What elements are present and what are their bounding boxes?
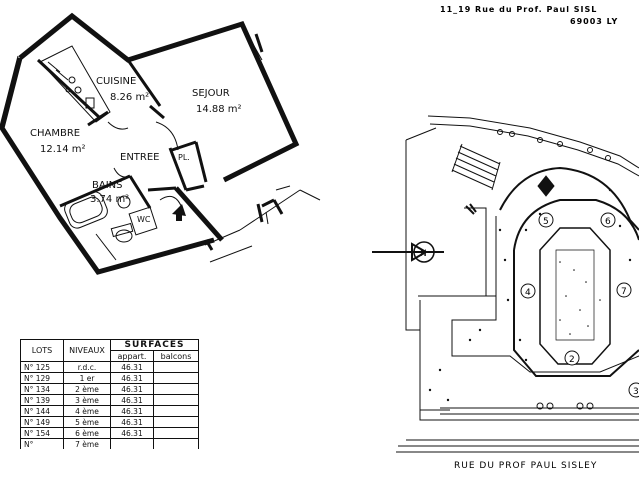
stipple — [428, 188, 632, 402]
room-area: 12.14 m² — [40, 144, 86, 155]
entry-arrow — [172, 204, 186, 216]
appart-cell: 46.31 — [110, 361, 154, 373]
room-area: 8.26 m² — [110, 92, 149, 103]
lot-cell: N° 139 — [20, 394, 64, 406]
balcons-cell — [153, 416, 199, 428]
niveau-cell: 5 ème — [63, 416, 111, 428]
lot-cell: N° 149 — [20, 416, 64, 428]
lot-cell: N° 129 — [20, 372, 64, 384]
lots-table: LOTS NIVEAUX SURFACES appart. balcons N°… — [20, 339, 199, 449]
room-name: SEJOUR — [192, 88, 230, 99]
niveau-cell: 4 ème — [63, 405, 111, 417]
niveau-cell: 7 ème — [63, 438, 111, 449]
balcons-cell — [153, 394, 199, 406]
appart-cell — [110, 438, 154, 449]
table-row: N° 125 r.d.c. 46.31 — [20, 361, 199, 373]
building-number: 5 — [543, 217, 549, 227]
table-header-row: LOTS NIVEAUX SURFACES — [20, 339, 199, 362]
north-arrow-icon: N — [372, 241, 444, 263]
lot-cell: N° 154 — [20, 427, 64, 439]
table-row: N° 139 3 ème 46.31 — [20, 394, 199, 406]
table-row: N° 144 4 ème 46.31 — [20, 405, 199, 417]
table-row: N° 134 2 ème 46.31 — [20, 383, 199, 395]
room-name: PL. — [178, 153, 190, 162]
bollards — [440, 402, 639, 415]
table-row: N° 7 ème — [20, 438, 199, 449]
building-number: 6 — [605, 217, 611, 227]
header-lots: LOTS — [20, 339, 64, 362]
table-row: N° 154 6 ème 46.31 — [20, 427, 199, 439]
niveau-cell: 6 ème — [63, 427, 111, 439]
header-surfaces: SURFACES — [110, 339, 199, 351]
lot-cell: N° 134 — [20, 383, 64, 395]
exterior-walls — [0, 12, 300, 275]
balcons-cell — [153, 383, 199, 395]
appart-cell: 46.31 — [110, 416, 154, 428]
building-outline — [513, 199, 639, 377]
header-niveaux: NIVEAUX — [63, 339, 111, 362]
courtyard-outline — [539, 227, 611, 365]
appart-cell: 46.31 — [110, 427, 154, 439]
balcons-cell — [153, 405, 199, 417]
header-appart: appart. — [110, 350, 154, 362]
site-plan: N — [372, 115, 639, 453]
room-area: 3.74 m² — [90, 194, 129, 205]
table-row: N° 149 5 ème 46.31 — [20, 416, 199, 428]
niveau-cell: 1 er — [63, 372, 111, 384]
building-number: 7 — [621, 287, 627, 297]
niveau-cell: r.d.c. — [63, 361, 111, 373]
street-label: RUE DU PROF PAUL SISLEY — [454, 461, 597, 471]
niveau-cell: 2 ème — [63, 383, 111, 395]
balcons-cell — [153, 361, 199, 373]
niveau-cell: 3 ème — [63, 394, 111, 406]
room-labels: CUISINE 8.26 m² SEJOUR 14.88 m² CHAMBRE … — [30, 76, 242, 224]
appart-cell: 46.31 — [110, 372, 154, 384]
building-numbers: 2 3 4 5 6 7 — [520, 212, 639, 398]
building-number: 2 — [569, 355, 575, 365]
appart-cell: 46.31 — [110, 405, 154, 417]
balcons-cell — [153, 438, 199, 449]
address-line-1: 11_19 Rue du Prof. Paul SISL — [440, 5, 597, 14]
address-line-2: 69003 LY — [570, 17, 618, 26]
appart-cell: 46.31 — [110, 394, 154, 406]
site-stairs — [451, 143, 501, 191]
interior-walls — [36, 58, 208, 209]
appart-cell: 46.31 — [110, 383, 154, 395]
building-number: 4 — [525, 288, 531, 298]
hedge — [497, 129, 611, 161]
room-name: BAINS — [92, 180, 122, 191]
building-number: 3 — [633, 387, 639, 397]
balcons-cell — [153, 427, 199, 439]
table-row: N° 129 1 er 46.31 — [20, 372, 199, 384]
room-area: 14.88 m² — [196, 104, 242, 115]
room-name: ENTREE — [120, 152, 160, 163]
svg-text:N: N — [420, 249, 427, 259]
balcons-cell — [153, 372, 199, 384]
room-name: CHAMBRE — [30, 128, 80, 139]
kitchen-fixtures — [39, 45, 111, 123]
header-balcons: balcons — [153, 350, 199, 362]
room-name: CUISINE — [96, 76, 136, 87]
lot-cell: N° 125 — [20, 361, 64, 373]
lot-cell: N° 144 — [20, 405, 64, 417]
apartment-floor-plan — [0, 12, 321, 275]
bathroom-fixtures — [64, 191, 158, 261]
room-name: WC — [137, 215, 151, 224]
lot-cell: N° — [20, 438, 64, 449]
